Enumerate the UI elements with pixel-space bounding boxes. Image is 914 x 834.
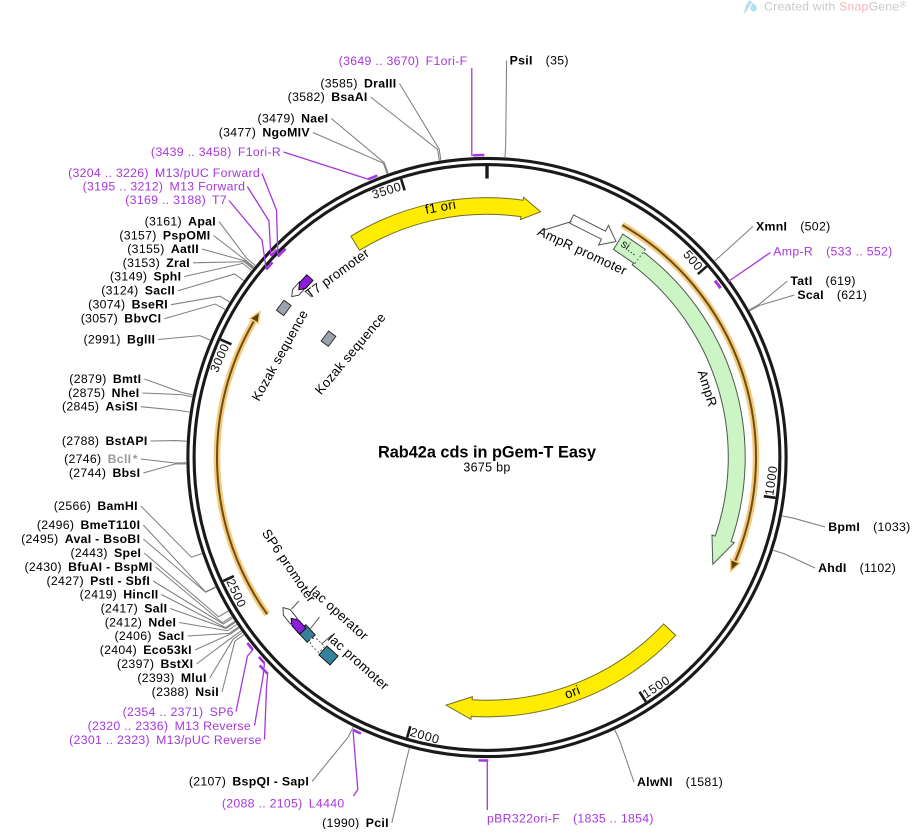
svg-text:Amp-R(533 .. 552): Amp-R(533 .. 552) [773,245,892,259]
svg-text:(3195 .. 3212) M13 Forward: (3195 .. 3212) M13 Forward [83,180,246,194]
svg-text:TatI(619): TatI(619) [790,274,855,288]
svg-text:(1990) PciI: (1990) PciI [322,816,389,829]
svg-text:(2845) AsiSI: (2845) AsiSI [62,400,138,414]
svg-text:(2443) SpeI: (2443) SpeI [70,546,141,560]
svg-text:(3439 .. 3458) F1ori-R: (3439 .. 3458) F1ori-R [151,145,281,159]
svg-text:AlwNI(1581): AlwNI(1581) [637,775,723,789]
svg-text:(3155) AatII: (3155) AatII [127,242,199,256]
svg-text:(2875) NheI: (2875) NheI [68,386,139,400]
svg-text:(2427) PstI - SbfI: (2427) PstI - SbfI [47,574,151,588]
svg-text:PsiI(35): PsiI(35) [510,54,569,68]
svg-text:(3161) ApaI: (3161) ApaI [145,215,216,229]
svg-text:XmnI(502): XmnI(502) [756,219,830,233]
svg-text:(2744) BbsI: (2744) BbsI [69,466,140,480]
svg-text:(2991) BglII: (2991) BglII [83,333,155,347]
svg-text:(2746) BclI *: (2746) BclI * [64,452,138,466]
svg-text:Created with SnapGene®: Created with SnapGene® [764,0,906,14]
svg-text:3675 bp: 3675 bp [463,461,510,475]
svg-text:(3074) BseRI: (3074) BseRI [88,298,168,312]
svg-text:(2393) MluI: (2393) MluI [137,671,206,685]
svg-text:(2417) SalI: (2417) SalI [101,602,168,616]
svg-text:(2430) BfuAI - BspMI: (2430) BfuAI - BspMI [25,560,153,574]
svg-text:(3582) BsaAI: (3582) BsaAI [288,90,368,104]
svg-text:ScaI(621): ScaI(621) [797,288,867,302]
svg-text:(3124) SacII: (3124) SacII [101,284,175,298]
svg-text:(2412) NdeI: (2412) NdeI [105,616,176,630]
svg-text:(2496) BmeT110I: (2496) BmeT110I [37,518,140,532]
svg-text:(2301 .. 2323) M13/pUC Reverse: (2301 .. 2323) M13/pUC Reverse [69,733,262,747]
svg-text:(2354 .. 2371) SP6: (2354 .. 2371) SP6 [123,705,234,719]
svg-text:(3585) DraIII: (3585) DraIII [320,77,396,91]
svg-text:(2788) BstAPI: (2788) BstAPI [62,434,148,448]
svg-text:(3057) BbvCI: (3057) BbvCI [81,312,162,326]
svg-text:(3169 .. 3188) T7: (3169 .. 3188) T7 [125,193,227,207]
svg-text:BpmI(1033): BpmI(1033) [828,520,910,534]
svg-text:AhdI(1102): AhdI(1102) [818,561,896,575]
svg-text:(2495) AvaI - BsoBI: (2495) AvaI - BsoBI [21,532,140,546]
svg-text:(3479) NaeI: (3479) NaeI [258,112,329,126]
svg-text:(3204 .. 3226) M13/pUC Forward: (3204 .. 3226) M13/pUC Forward [68,166,260,180]
svg-text:(3649 .. 3670) F1ori-F: (3649 .. 3670) F1ori-F [339,54,468,68]
svg-text:1000: 1000 [762,465,780,497]
svg-text:(2107) BspQI - SapI: (2107) BspQI - SapI [189,775,309,789]
svg-text:Rab42a cds in pGem-T Easy: Rab42a cds in pGem-T Easy [378,444,596,462]
svg-text:(3153) ZraI: (3153) ZraI [123,256,190,270]
svg-text:f1 ori: f1 ori [424,197,457,217]
svg-text:ori: ori [562,682,582,701]
svg-text:(2879) BmtI: (2879) BmtI [69,372,141,386]
svg-text:(2419) HincII: (2419) HincII [80,588,159,602]
svg-text:(2397) BstXI: (2397) BstXI [117,657,194,671]
svg-text:(3157) PspOMI: (3157) PspOMI [119,229,210,243]
svg-text:(2406) SacI: (2406) SacI [114,629,184,643]
svg-text:(2320 .. 2336) M13 Reverse: (2320 .. 2336) M13 Reverse [88,719,251,733]
svg-text:(2404) Eco53kI: (2404) Eco53kI [100,643,192,657]
svg-text:(3149) SphI: (3149) SphI [110,270,181,284]
svg-text:(2388) NsiI: (2388) NsiI [152,685,219,699]
svg-text:(2088 .. 2105) L4440: (2088 .. 2105) L4440 [222,797,345,811]
svg-text:(3477) NgoMIV: (3477) NgoMIV [219,126,311,140]
